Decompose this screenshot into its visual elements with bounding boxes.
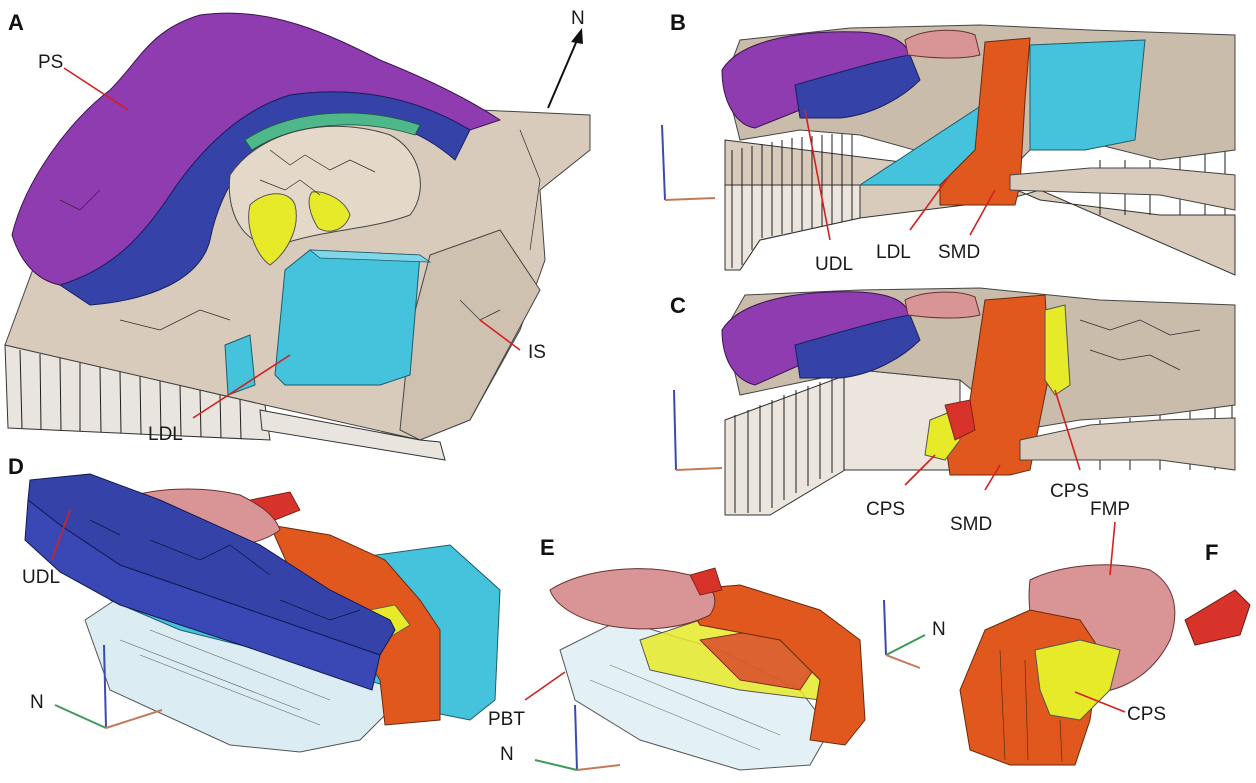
panel-c-fractures: [1079, 319, 1201, 371]
panel-e-pbt-leader: [524, 671, 566, 701]
panel-b-axis-x: [664, 197, 716, 201]
panel-b-cliff-hatch: [731, 132, 1226, 268]
panel-f: F FMP CPS N: [883, 499, 1251, 766]
panel-f-letter: F: [1205, 540, 1218, 565]
panel-f-label-fmp: FMP: [1090, 499, 1130, 520]
panel-b-fmp: [904, 29, 981, 59]
panel-a-north-label: N: [571, 8, 585, 29]
panel-b-smd: [939, 37, 1031, 206]
panel-b-udl-leader: [804, 109, 831, 241]
panel-a-label-ps: PS: [38, 52, 63, 73]
panel-f-fractures: [999, 649, 1063, 763]
panel-c: C CPS SMD CPS: [670, 287, 1236, 535]
panel-f-fmp-leader: [1109, 521, 1116, 576]
panel-b-ldl-leader: [909, 174, 951, 231]
panel-f-axis-z: [883, 599, 887, 656]
panel-b-label-ldl: LDL: [876, 242, 911, 263]
panel-d: D UDL N: [8, 454, 501, 753]
panel-e-letter: E: [540, 535, 555, 560]
panel-d-udl-leader: [51, 509, 71, 561]
panel-d-north-label: N: [30, 692, 44, 713]
panel-a-base-hatch: [19, 349, 242, 440]
panel-c-letter: C: [670, 293, 686, 318]
panel-f-red-tab: [1184, 589, 1251, 646]
panel-a-is-ledge-front: [259, 409, 446, 461]
panel-d-axis-n: [54, 704, 107, 729]
panel-e-axis-z: [574, 704, 578, 771]
panel-c-cps-left-leader: [904, 454, 936, 486]
panel-d-pbt-lines: [119, 629, 331, 726]
panel-c-label-cps-right: CPS: [1050, 481, 1089, 502]
panel-a-label-ldl: LDL: [148, 424, 183, 445]
panel-a-letter: A: [8, 10, 24, 35]
panel-a-ldl-block: [274, 249, 421, 386]
panel-a-cps-left: [248, 193, 297, 266]
panel-c-smd-leader: [984, 464, 1001, 491]
panel-c-label-cps-left: CPS: [866, 499, 905, 520]
panel-e-axis-x: [576, 764, 621, 771]
panel-a-ldl-side: [308, 249, 432, 263]
panel-d-label-udl: UDL: [22, 567, 60, 588]
panel-a-ps-leader: [63, 67, 129, 111]
panel-b-shelf: [1009, 167, 1236, 211]
panel-e-fmp: [549, 568, 716, 630]
panel-a-label-is: IS: [528, 342, 546, 363]
panel-e-smd: [679, 584, 866, 746]
panel-e-axis-n: [534, 759, 578, 771]
panel-f-axis-n: [885, 634, 926, 656]
panel-c-fmp: [904, 291, 981, 319]
panel-b-udl-layer: [794, 54, 921, 119]
panel-c-udl-layer: [794, 314, 921, 379]
panel-b-ldl-large: [1029, 39, 1146, 151]
panel-c-shelf: [1019, 417, 1236, 471]
panel-a: A PS IS LDL N: [4, 8, 591, 461]
panel-e-pbt-lines: [589, 664, 781, 751]
panel-a-udl-layer: [58, 91, 471, 306]
panel-f-label-cps: CPS: [1127, 704, 1166, 725]
panel-a-north-arrow-head: [571, 28, 583, 44]
panel-e-north-label: N: [500, 744, 514, 765]
panel-a-ldl-small: [224, 334, 256, 396]
panel-c-red-layer: [944, 399, 976, 441]
panel-b-label-udl: UDL: [815, 254, 853, 275]
panel-a-north-arrow: [547, 37, 579, 109]
panel-e: E PBT N: [488, 535, 866, 771]
panel-c-axis-z: [673, 389, 677, 471]
panel-a-cps-right: [308, 191, 351, 232]
panel-d-letter: D: [8, 454, 24, 479]
panel-f-axis-x: [885, 654, 921, 669]
panel-b-letter: B: [670, 10, 686, 35]
panel-c-cps-right: [1044, 304, 1071, 396]
panel-f-cps: [1034, 639, 1121, 721]
panel-d-udl-front: [24, 499, 381, 691]
panel-b-axis-z: [661, 124, 666, 201]
panel-a-ldl-leader: [192, 354, 291, 419]
panel-c-label-smd: SMD: [950, 514, 992, 535]
panel-e-label-pbt: PBT: [488, 709, 525, 730]
panel-f-cps-leader: [1074, 691, 1126, 713]
panel-d-axis-z: [103, 644, 107, 729]
panel-b: B UDL LDL SMD: [661, 10, 1236, 276]
panel-e-red-flap: [689, 567, 723, 596]
panel-c-axis-x: [675, 467, 723, 471]
panel-d-axis-x: [105, 709, 163, 729]
panel-c-cps-right-leader: [1054, 389, 1081, 471]
panel-b-smd-leader: [969, 189, 996, 236]
panel-f-north-label: N: [932, 619, 946, 640]
panel-d-udl-fractures: [89, 519, 361, 621]
panel-b-label-smd: SMD: [938, 242, 980, 263]
panel-a-is-leader: [479, 319, 521, 351]
